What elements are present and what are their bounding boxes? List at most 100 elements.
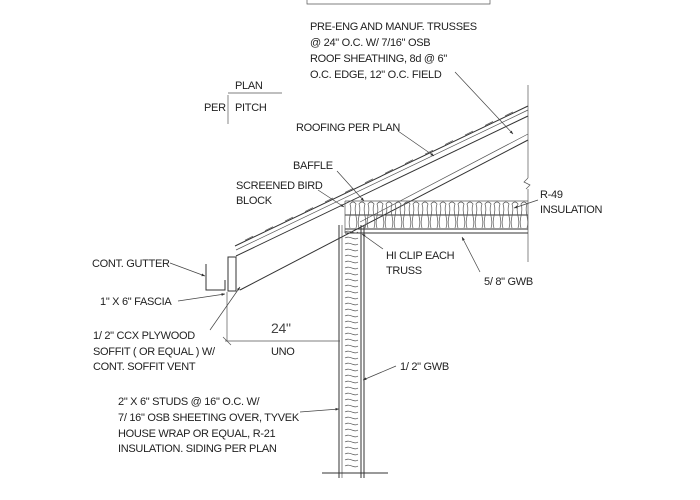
insulation-batt-squiggle bbox=[402, 201, 412, 229]
wall-insulation-squiggle bbox=[344, 452, 359, 456]
insulation-batt-squiggle bbox=[447, 201, 457, 229]
wall-insulation-squiggle bbox=[344, 386, 359, 390]
truss-note-line-2: @ 24" O.C. W/ 7/16" OSB bbox=[310, 37, 430, 49]
shingle-mark bbox=[284, 216, 294, 222]
roof-assembly bbox=[234, 85, 531, 291]
wall-insulation-squiggle bbox=[344, 356, 359, 360]
insulation-batt-squiggle bbox=[357, 201, 367, 229]
title-box bbox=[306, 0, 491, 5]
soffit-label-1: 1/ 2" CCX PLYWOOD bbox=[93, 330, 195, 342]
roofing-label: ROOFING PER PLAN bbox=[296, 122, 400, 134]
shingle-mark bbox=[344, 188, 354, 193]
wall-insulation-squiggle bbox=[344, 248, 359, 252]
bird-block-label-1: SCREENED BIRD bbox=[236, 180, 323, 192]
wall-insulation-squiggle bbox=[344, 338, 359, 342]
shingle-mark bbox=[244, 235, 254, 241]
wall-insulation-squiggle bbox=[344, 320, 359, 324]
soffit-label-2: SOFFIT ( OR EQUAL ) W/ bbox=[93, 346, 216, 358]
wall-insulation-squiggle bbox=[344, 368, 359, 372]
pitch-plan-label: PLAN bbox=[235, 80, 263, 92]
gutter-label: CONT. GUTTER bbox=[92, 258, 170, 270]
insulation-batt-squiggle bbox=[393, 201, 403, 229]
wall-insulation-squiggle bbox=[344, 278, 359, 282]
wall-insulation-squiggle bbox=[344, 458, 359, 462]
wall-insulation-squiggle bbox=[344, 434, 359, 438]
wall-insulation-squiggle bbox=[344, 302, 359, 306]
ceiling-insulation bbox=[344, 200, 529, 234]
insulation-batt-squiggle bbox=[465, 201, 475, 229]
wall-insulation-squiggle bbox=[344, 428, 359, 432]
stud-wall bbox=[322, 225, 388, 478]
baffle-label: BAFFLE bbox=[293, 160, 333, 172]
truss-note-line-3: ROOF SHEATHING, 8d @ 6" bbox=[310, 53, 447, 65]
insulation-batt-squiggle bbox=[510, 201, 520, 229]
ceiling-gwb-label: 5/ 8" GWB bbox=[484, 276, 533, 288]
wall-insulation-squiggle bbox=[344, 266, 359, 270]
insulation-batt-squiggle bbox=[456, 201, 466, 229]
leader-lines bbox=[169, 71, 539, 413]
dimension-value: 24" bbox=[271, 320, 291, 336]
wall-insulation-squiggle bbox=[344, 404, 359, 408]
fascia-label: 1" X 6" FASCIA bbox=[100, 296, 172, 308]
wall-insulation-squiggle bbox=[344, 362, 359, 366]
studs-note-line-4: INSULATION. SIDING PER PLAN bbox=[118, 443, 277, 455]
wall-insulation-squiggle bbox=[344, 272, 359, 276]
wall-insulation-squiggle bbox=[344, 344, 359, 348]
wall-insulation-squiggle bbox=[344, 410, 359, 414]
shingle-mark bbox=[464, 130, 474, 136]
insulation-batt-squiggle bbox=[483, 201, 493, 229]
insulation-batt-squiggle bbox=[474, 201, 484, 229]
insulation-batt-squiggle bbox=[411, 201, 421, 229]
fascia-and-gutter bbox=[205, 256, 237, 341]
studs-note-line-2: 7/ 16" OSB SHEETING OVER, TYVEK bbox=[118, 412, 300, 424]
wall-insulation-squiggle bbox=[344, 464, 359, 468]
shingle-mark bbox=[484, 121, 494, 126]
insulation-batt-squiggle bbox=[366, 201, 376, 229]
wall-insulation-squiggle bbox=[344, 374, 359, 378]
wall-insulation-squiggle bbox=[344, 260, 359, 264]
wall-insulation-squiggle bbox=[344, 296, 359, 300]
wall-insulation-squiggle bbox=[344, 416, 359, 420]
insulation-batt-squiggle bbox=[492, 201, 502, 229]
wall-insulation-squiggle bbox=[344, 380, 359, 384]
wall-insulation-squiggle bbox=[344, 440, 359, 444]
studs-note-line-3: HOUSE WRAP OR EQUAL, R-21 bbox=[118, 428, 276, 440]
shingle-mark bbox=[364, 178, 374, 184]
insulation-batt-squiggle bbox=[519, 201, 529, 229]
wall-insulation-squiggle bbox=[344, 398, 359, 402]
shingle-mark bbox=[384, 168, 394, 174]
insulation-batt-squiggle bbox=[438, 201, 448, 229]
wall-insulation-squiggle bbox=[344, 308, 359, 312]
pitch-pitch-label: PITCH bbox=[235, 102, 267, 114]
bird-block-label-2: BLOCK bbox=[236, 195, 273, 207]
insulation-batt-squiggle bbox=[501, 201, 511, 229]
wall-gwb-label: 1/ 2" GWB bbox=[400, 361, 449, 373]
truss-note-line-4: O.C. EDGE, 12" O.C. FIELD bbox=[310, 69, 442, 81]
wall-insulation-squiggle bbox=[344, 392, 359, 396]
insulation-label-1: R-49 bbox=[540, 189, 563, 201]
wall-insulation-squiggle bbox=[344, 326, 359, 330]
wall-insulation-squiggle bbox=[344, 332, 359, 336]
wall-insulation-squiggle bbox=[344, 236, 359, 240]
insulation-batt-squiggle bbox=[375, 201, 385, 229]
soffit-label-3: CONT. SOFFIT VENT bbox=[93, 361, 196, 373]
insulation-batt-squiggle bbox=[348, 201, 358, 229]
wall-insulation-squiggle bbox=[344, 422, 359, 426]
wall-insulation-squiggle bbox=[344, 446, 359, 450]
insulation-batt-squiggle bbox=[384, 201, 394, 229]
pitch-per-label: PER bbox=[204, 102, 226, 114]
truss-note-line-1: PRE-ENG AND MANUF. TRUSSES bbox=[310, 21, 477, 33]
wall-insulation-squiggle bbox=[344, 230, 359, 234]
shingle-mark bbox=[304, 207, 314, 212]
insulation-label-2: INSULATION bbox=[540, 204, 603, 216]
shingle-mark bbox=[444, 140, 454, 145]
shingle-mark bbox=[404, 159, 414, 165]
wall-insulation-squiggle bbox=[344, 314, 359, 318]
dimension-note: UNO bbox=[271, 346, 295, 358]
overhang-dimension: 24" UNO bbox=[222, 320, 340, 358]
wall-insulation-squiggle bbox=[344, 350, 359, 354]
insulation-batt-squiggle bbox=[420, 201, 430, 229]
wall-insulation-squiggle bbox=[344, 254, 359, 258]
studs-note-line-1: 2" X 6" STUDS @ 16" O.C. W/ bbox=[118, 396, 261, 408]
